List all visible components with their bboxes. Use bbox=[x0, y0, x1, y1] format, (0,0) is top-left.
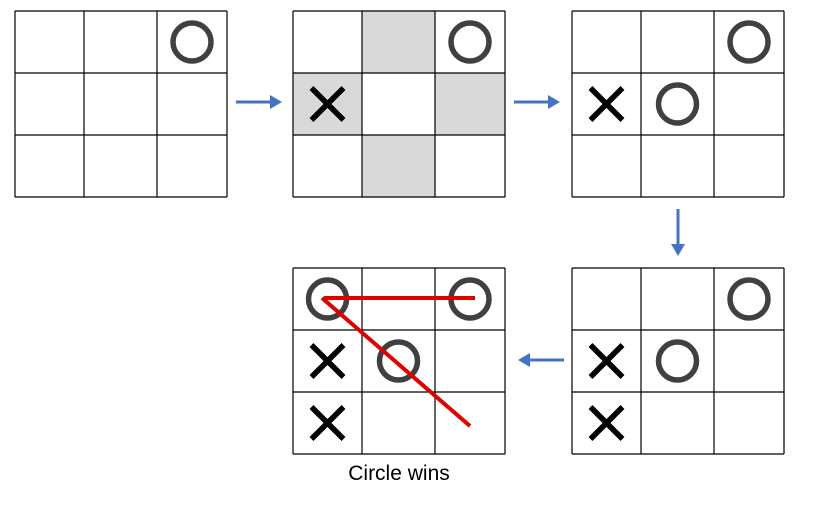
cross-mark bbox=[309, 405, 346, 441]
arrow-down bbox=[671, 209, 685, 256]
highlighted-cell bbox=[362, 11, 435, 73]
highlighted-cell bbox=[362, 135, 435, 197]
circle-mark bbox=[170, 20, 214, 64]
board-5 bbox=[292, 267, 506, 455]
highlighted-cell bbox=[435, 73, 505, 135]
arrow-left bbox=[518, 353, 564, 367]
cross-mark bbox=[588, 86, 625, 122]
cross-mark bbox=[588, 343, 625, 379]
caption-circle-wins: Circle wins bbox=[348, 462, 450, 485]
board-3 bbox=[571, 10, 785, 198]
cross-mark bbox=[588, 405, 625, 441]
circle-mark bbox=[448, 20, 492, 64]
board-2 bbox=[292, 10, 506, 198]
cross-mark bbox=[309, 86, 346, 122]
circle-mark bbox=[376, 339, 421, 383]
win-line-diagonal bbox=[320, 296, 472, 428]
circle-mark bbox=[655, 339, 700, 383]
circle-mark bbox=[727, 20, 771, 64]
arrow-right-1 bbox=[236, 95, 282, 109]
board-4 bbox=[571, 267, 785, 455]
circle-mark bbox=[655, 82, 700, 126]
board-1 bbox=[14, 10, 228, 198]
cross-mark bbox=[309, 343, 346, 379]
circle-mark bbox=[727, 277, 771, 321]
arrow-right-2 bbox=[514, 95, 560, 109]
